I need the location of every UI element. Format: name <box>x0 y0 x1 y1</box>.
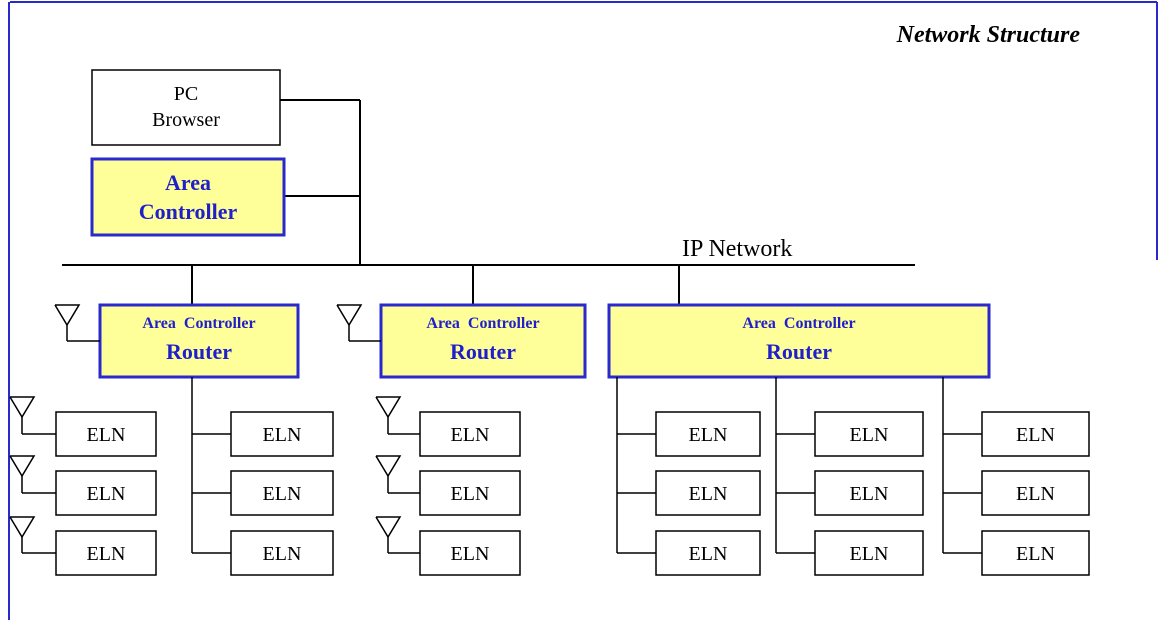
router-box-3 <box>607 303 991 379</box>
router-3-line2: Router <box>766 339 832 364</box>
eln-box <box>814 470 924 516</box>
eln-label: ELN <box>688 543 728 565</box>
eln-box <box>55 470 157 516</box>
pc-label-line1: PC <box>173 83 199 105</box>
wired-node-links-3 <box>616 377 982 554</box>
eln-box <box>230 530 334 576</box>
main-area-controller-box <box>90 157 286 237</box>
pc-browser-label: PC Browser <box>92 81 280 133</box>
eln-box <box>655 530 761 576</box>
router-2-line2: Router <box>450 339 516 364</box>
router-label-2: Area Controller Router <box>381 316 585 363</box>
diagram-title: Network Structure <box>896 22 1080 48</box>
eln-box <box>981 530 1090 576</box>
main-area-controller-label: Area Controller <box>92 168 284 226</box>
eln-box <box>230 470 334 516</box>
main-controller-line1: Area <box>164 170 212 195</box>
eln-box <box>814 530 924 576</box>
eln-label: ELN <box>1016 483 1055 505</box>
eln-box <box>419 530 521 576</box>
eln-box <box>655 470 761 516</box>
eln-box <box>419 411 521 457</box>
eln-box <box>55 411 157 457</box>
eln-label: ELN <box>1016 543 1055 565</box>
main-controller-line2: Controller <box>138 199 238 224</box>
eln-box <box>655 411 761 457</box>
router-2-line1: Area Controller <box>426 315 540 332</box>
eln-box <box>419 470 521 516</box>
router-1-line2: Router <box>166 339 232 364</box>
wireless-node-links-2 <box>375 396 420 554</box>
eln-label: ELN <box>849 543 889 565</box>
eln-label: ELN <box>450 543 490 565</box>
eln-box <box>55 530 157 576</box>
router-3-line1: Area Controller <box>742 315 856 332</box>
eln-label: ELN <box>450 424 490 446</box>
top-connectors <box>191 99 680 305</box>
ip-network-label: IP Network <box>682 236 793 262</box>
antenna-icon <box>54 304 100 342</box>
eln-label: ELN <box>849 483 889 505</box>
router-label-3: Area Controller Router <box>609 316 989 363</box>
eln-label: ELN <box>86 543 126 565</box>
eln-label: ELN <box>688 483 728 505</box>
eln-box <box>814 411 924 457</box>
pc-label-line2: Browser <box>152 109 220 131</box>
eln-label: ELN <box>86 483 126 505</box>
eln-boxes <box>55 411 1090 576</box>
eln-label: ELN <box>262 543 302 565</box>
eln-label: ELN <box>849 424 889 446</box>
eln-label: ELN <box>262 483 302 505</box>
pc-browser-box <box>91 69 281 146</box>
eln-box <box>981 411 1090 457</box>
antenna-icon <box>336 304 381 342</box>
eln-label: ELN <box>262 424 302 446</box>
eln-label: ELN <box>450 483 490 505</box>
router-label-1: Area Controller Router <box>100 316 298 363</box>
router-1-line1: Area Controller <box>142 315 256 332</box>
wired-node-links-1 <box>191 377 231 554</box>
wireless-node-links-1 <box>9 396 56 554</box>
eln-box <box>230 411 334 457</box>
eln-label: ELN <box>1016 424 1055 446</box>
eln-box <box>981 470 1090 516</box>
eln-label: ELN <box>688 424 728 446</box>
eln-label: ELN <box>86 424 126 446</box>
